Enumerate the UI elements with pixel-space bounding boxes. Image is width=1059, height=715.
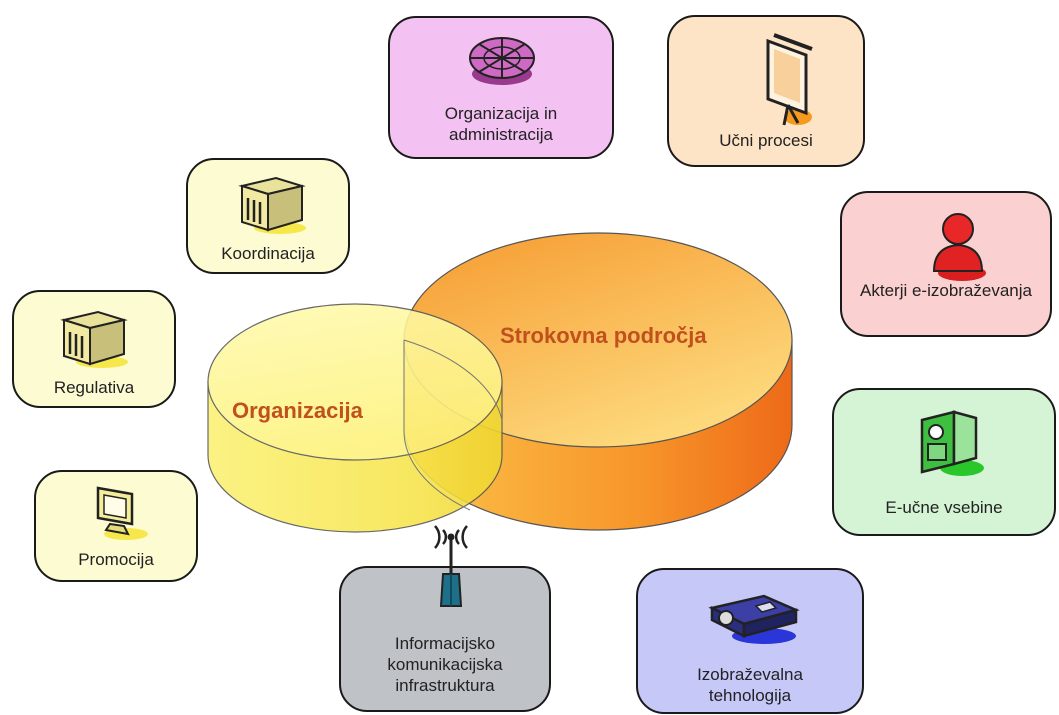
org-chart-icon bbox=[469, 37, 535, 85]
building-icon bbox=[60, 310, 128, 368]
node-akterji: Akterji e-izobraževanja bbox=[840, 191, 1052, 337]
organizacija-cylinder bbox=[207, 303, 503, 533]
antenna-icon bbox=[434, 525, 468, 607]
node-label: Koordinacija bbox=[221, 244, 315, 263]
node-label: E-učne vsebine bbox=[885, 498, 1003, 517]
presentation-board-icon bbox=[766, 33, 813, 126]
monitor-icon bbox=[96, 486, 148, 540]
node-label: Informacijsko komunikacijska infrastrukt… bbox=[387, 634, 503, 695]
node-label: Organizacija in administracija bbox=[444, 104, 558, 144]
node-e-ucne-vsebine: E-učne vsebine bbox=[832, 388, 1056, 536]
building-icon bbox=[238, 176, 306, 234]
organizacija-label: Organizacija bbox=[232, 398, 364, 423]
node-label: Izobraževalna tehnologija bbox=[697, 665, 803, 705]
video-camera-icon bbox=[920, 410, 984, 476]
node-promocija: Promocija bbox=[34, 470, 198, 582]
strokovna-label: Strokovna področja bbox=[500, 323, 707, 348]
node-label: Akterji e-izobraževanja bbox=[860, 281, 1032, 300]
node-ucni-procesi: Učni procesi bbox=[667, 15, 865, 167]
node-organizacija-administracija: Organizacija in administracija bbox=[388, 16, 614, 159]
node-label: Učni procesi bbox=[719, 131, 813, 150]
projector-icon bbox=[708, 594, 800, 644]
node-izobrazevalna-tehnologija: Izobraževalna tehnologija bbox=[636, 568, 864, 714]
node-label: Regulativa bbox=[53, 378, 135, 397]
node-regulativa: Regulativa bbox=[12, 290, 176, 408]
node-koordinacija: Koordinacija bbox=[186, 158, 350, 274]
node-label: Promocija bbox=[78, 550, 154, 569]
person-icon bbox=[932, 213, 986, 281]
